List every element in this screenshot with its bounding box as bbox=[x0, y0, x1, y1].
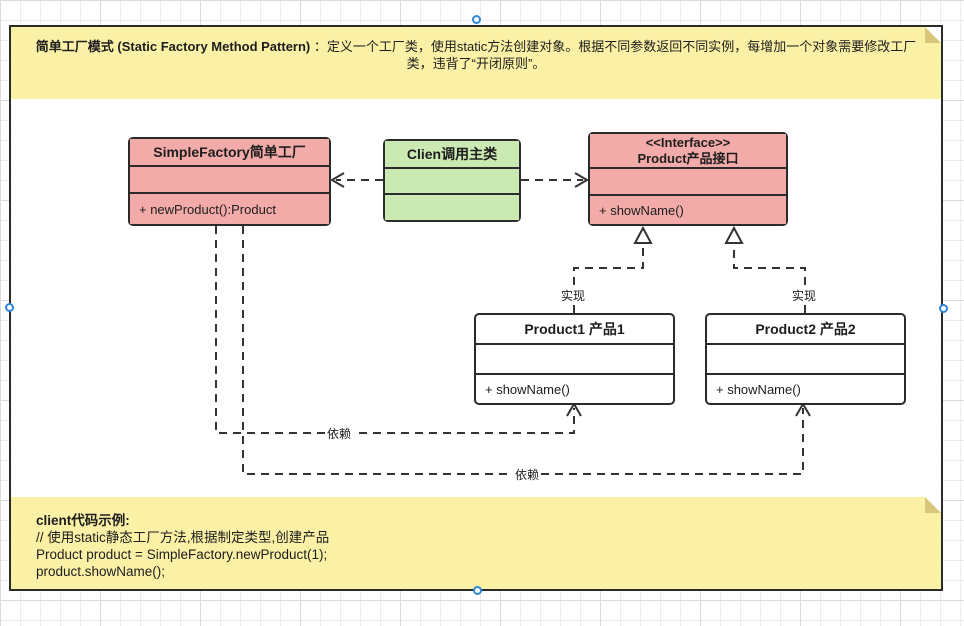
class-simplefactory[interactable]: SimpleFactory简单工厂 + newProduct():Product bbox=[128, 137, 331, 226]
pattern-note-title: 简单工厂模式 (Static Factory Method Pattern) bbox=[35, 39, 314, 54]
edge-label-depend1: 依赖 bbox=[325, 425, 354, 442]
class-title: Product2 产品2 bbox=[707, 315, 904, 345]
selection-handle-left[interactable] bbox=[5, 303, 14, 312]
class-product2[interactable]: Product2 产品2 + showName() bbox=[705, 313, 906, 405]
class-attributes bbox=[707, 345, 904, 375]
interface-name: Product产品接口 bbox=[637, 150, 739, 166]
edge-label-depend2: 依赖 bbox=[513, 466, 542, 483]
interface-product[interactable]: <<Interface>> Product产品接口 + showName() bbox=[588, 132, 788, 226]
class-attributes bbox=[590, 169, 786, 196]
class-method: + showName() bbox=[485, 381, 570, 397]
code-note[interactable]: client代码示例: // 使用static静态工厂方法,根据制定类型,创建产… bbox=[11, 497, 941, 589]
class-title: <<Interface>> Product产品接口 bbox=[590, 134, 786, 169]
class-client[interactable]: Clien调用主类 bbox=[383, 139, 521, 222]
selection-handle-right[interactable] bbox=[939, 304, 948, 313]
class-methods bbox=[385, 195, 519, 220]
code-comment-line: // 使用static静态工厂方法,根据制定类型,创建产品 bbox=[36, 530, 330, 545]
class-title: Product1 产品1 bbox=[476, 315, 673, 345]
class-product1[interactable]: Product1 产品1 + showName() bbox=[474, 313, 675, 405]
code-line: product.showName(); bbox=[36, 564, 166, 579]
class-attributes bbox=[476, 345, 673, 375]
selection-handle-top[interactable] bbox=[472, 15, 481, 24]
class-attributes bbox=[385, 169, 519, 195]
code-note-heading: client代码示例: bbox=[36, 513, 130, 528]
edge-label-realize1: 实现 bbox=[559, 287, 588, 304]
pattern-note-text-line2: 类，违背了“开闭原则”。 bbox=[406, 56, 546, 71]
interface-stereotype: <<Interface>> bbox=[645, 134, 731, 150]
class-title: Clien调用主类 bbox=[385, 141, 519, 169]
class-attributes bbox=[130, 167, 329, 194]
pattern-note-text-line1: ：定义一个工厂类，使用static方法创建对象。根据不同参数返回不同实例，每增加… bbox=[313, 39, 917, 54]
pattern-note[interactable]: 简单工厂模式 (Static Factory Method Pattern) ：… bbox=[11, 27, 941, 99]
code-line: Product product = SimpleFactory.newProdu… bbox=[36, 547, 328, 562]
class-title: SimpleFactory简单工厂 bbox=[130, 139, 329, 167]
selection-handle-bottom[interactable] bbox=[473, 586, 482, 595]
class-method: + showName() bbox=[590, 196, 786, 224]
edge-label-realize2: 实现 bbox=[790, 287, 819, 304]
class-method: + showName() bbox=[716, 381, 801, 397]
class-method: + newProduct():Product bbox=[130, 194, 329, 224]
